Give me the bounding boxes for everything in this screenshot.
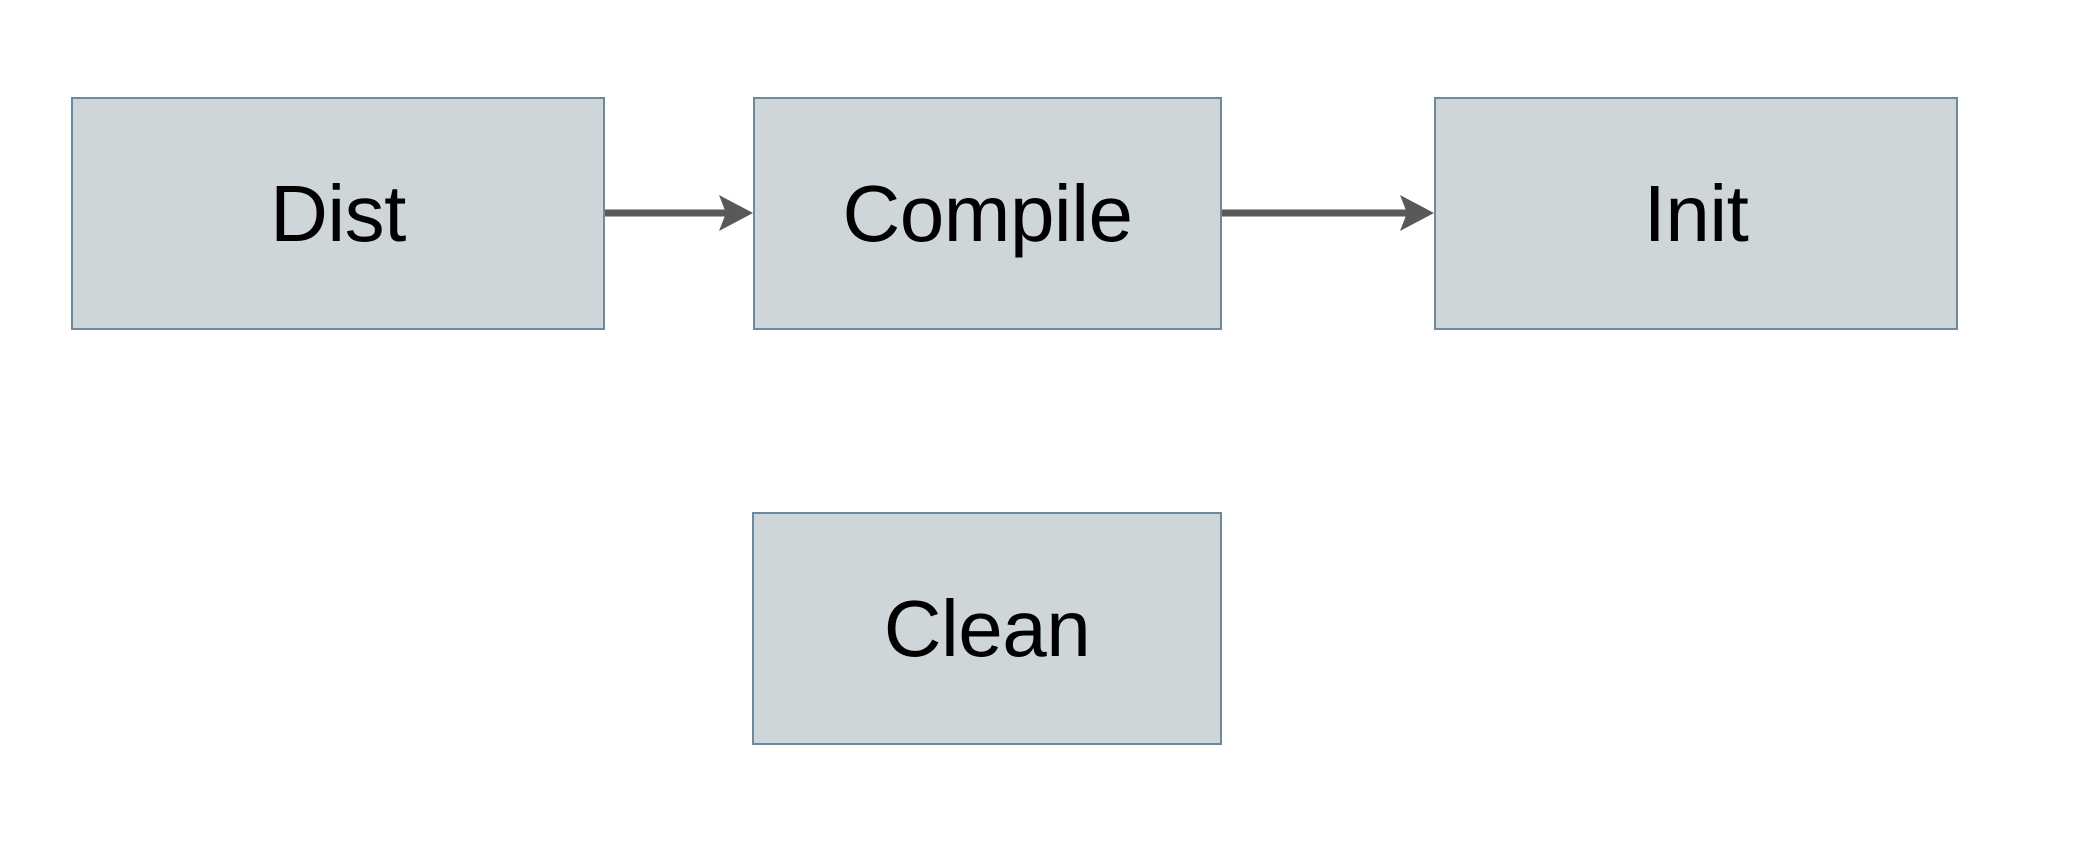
- node-dist[interactable]: Dist: [71, 97, 605, 330]
- edge-dist-to-compile[interactable]: [605, 191, 753, 235]
- node-init-label: Init: [1643, 168, 1749, 258]
- node-clean[interactable]: Clean: [752, 512, 1222, 745]
- node-compile-label: Compile: [842, 168, 1133, 258]
- edge-compile-to-init[interactable]: [1222, 191, 1434, 235]
- node-compile[interactable]: Compile: [753, 97, 1222, 330]
- node-clean-label: Clean: [883, 583, 1091, 673]
- node-init[interactable]: Init: [1434, 97, 1958, 330]
- node-dist-label: Dist: [270, 168, 406, 258]
- edge-shaft: [605, 209, 726, 217]
- arrowhead-icon: [1400, 195, 1434, 231]
- arrowhead-icon: [719, 195, 753, 231]
- edge-shaft: [1222, 209, 1407, 217]
